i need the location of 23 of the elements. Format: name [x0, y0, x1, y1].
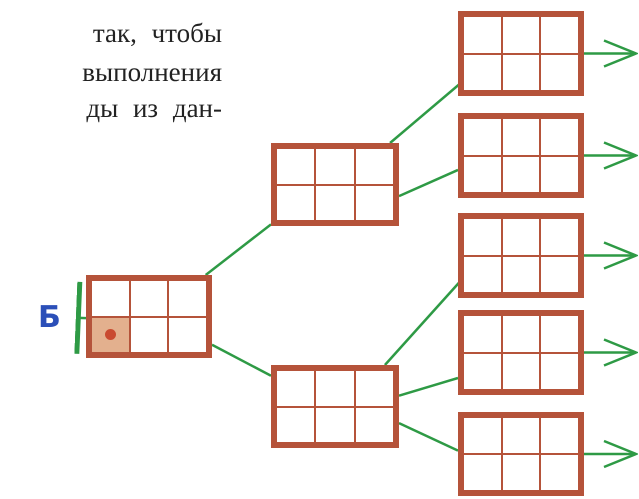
grid-box	[458, 412, 584, 496]
grid-box	[86, 275, 212, 358]
connector-line	[398, 422, 459, 452]
grid-box	[458, 11, 584, 96]
arrow	[584, 440, 638, 468]
letter-label: Б	[38, 300, 61, 336]
connector-line	[74, 282, 86, 354]
connector-line	[398, 376, 458, 397]
arrow	[584, 241, 638, 270]
arrow	[584, 39, 638, 68]
connector-line	[211, 344, 272, 377]
grid-box	[458, 310, 584, 395]
text-line: выполнения	[82, 56, 222, 88]
arrow	[584, 338, 638, 367]
grid-box	[271, 143, 399, 226]
connector-line	[204, 223, 272, 276]
connector-line	[398, 168, 458, 198]
grid-box	[271, 365, 399, 448]
arrow	[584, 141, 638, 170]
grid-box	[458, 213, 584, 298]
text-line: ды из дан-	[86, 92, 222, 124]
text-line: так, чтобы	[92, 17, 222, 49]
grid-box	[458, 113, 584, 198]
